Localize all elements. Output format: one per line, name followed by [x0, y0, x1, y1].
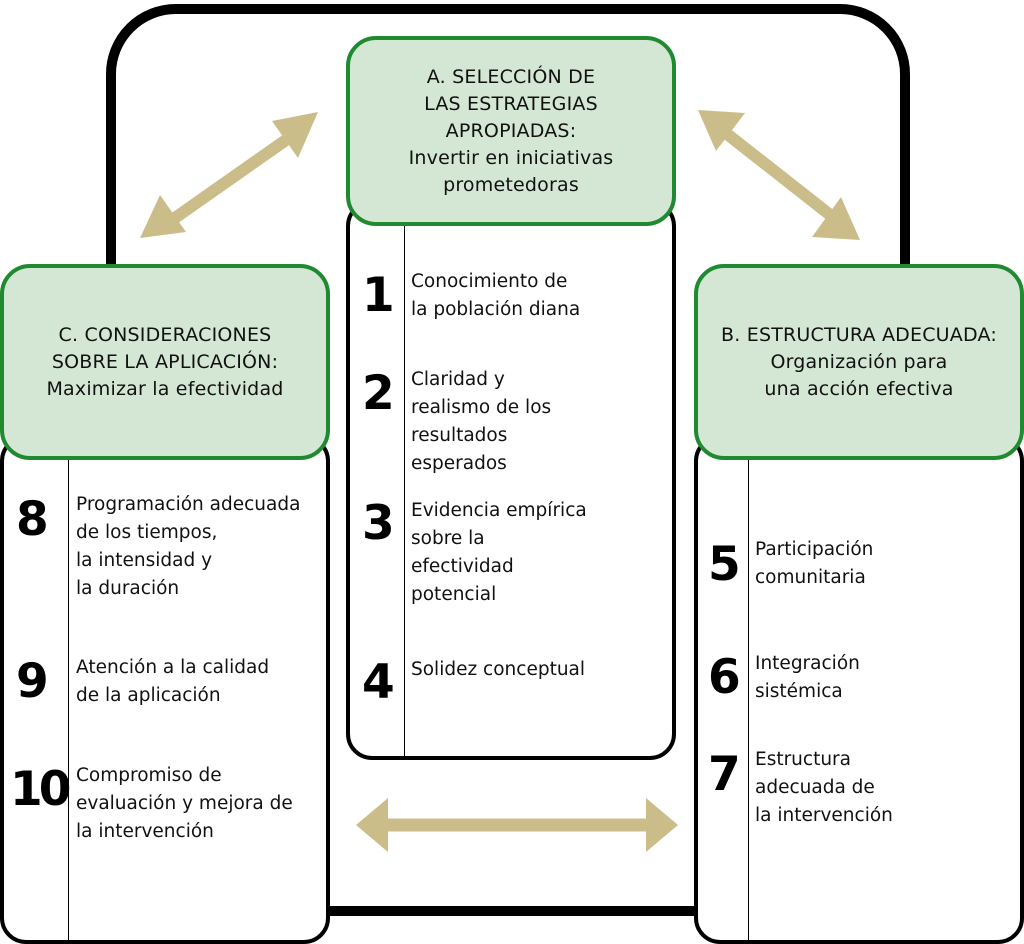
item-text: Programación adecuada de los tiempos, la…: [76, 494, 301, 599]
box-a-title-line: APROPIADAS:: [445, 119, 577, 142]
item-number: 3: [362, 496, 395, 551]
item-text: Conocimiento de la población diana: [411, 271, 581, 320]
double-arrow-c-a-icon: [140, 112, 318, 238]
item-text: Integración sistémica: [755, 653, 860, 702]
item-text: Claridad y realismo de los resultados es…: [411, 369, 552, 474]
box-b-list: [694, 435, 1024, 944]
box-b-subtitle-line: Organización para: [770, 350, 948, 373]
box-a-subtitle-line: prometedoras: [443, 173, 579, 196]
box-c-title-line: C. CONSIDERACIONES: [58, 323, 272, 346]
box-a-header: A. SELECCIÓN DE LAS ESTRATEGIAS APROPIAD…: [346, 36, 676, 226]
divider-line: [404, 204, 405, 756]
box-b-subtitle-line: una acción efectiva: [764, 377, 954, 400]
double-arrow-c-b-icon: [356, 798, 678, 852]
box-a-title-line: A. SELECCIÓN DE: [426, 65, 596, 88]
item-number: 2: [362, 366, 395, 421]
divider-line: [748, 439, 749, 940]
box-c-list: [0, 435, 330, 944]
item-text: Atención a la calidad de la aplicación: [76, 657, 270, 706]
item-text: Solidez conceptual: [411, 659, 586, 680]
item-number: 5: [708, 537, 741, 592]
box-a-title-line: LAS ESTRATEGIAS: [424, 92, 598, 115]
item-text: Evidencia empírica sobre la efectividad …: [411, 500, 587, 605]
item-number: 9: [16, 654, 49, 709]
box-c-title-line: SOBRE LA APLICACIÓN:: [51, 350, 279, 373]
divider-line: [68, 439, 69, 940]
box-b-title-line: B. ESTRUCTURA ADECUADA:: [721, 323, 997, 346]
double-arrow-a-b-icon: [698, 110, 860, 240]
box-a-list: [346, 200, 676, 760]
item-number: 6: [708, 650, 741, 705]
item-number: 4: [362, 655, 395, 710]
item-number: 10: [10, 762, 71, 817]
item-number: 1: [362, 268, 395, 323]
box-b-header: B. ESTRUCTURA ADECUADA: Organización par…: [694, 264, 1024, 460]
item-text: Compromiso de evaluación y mejora de la …: [76, 765, 293, 842]
item-number: 7: [708, 747, 741, 802]
item-number: 8: [16, 492, 49, 547]
box-a-subtitle-line: Invertir en iniciativas: [408, 146, 614, 169]
item-text: Participación comunitaria: [755, 539, 874, 588]
box-c-subtitle-line: Maximizar la efectividad: [46, 377, 284, 400]
box-c-header: C. CONSIDERACIONES SOBRE LA APLICACIÓN: …: [0, 264, 330, 460]
item-text: Estructura adecuada de la intervención: [755, 749, 893, 826]
